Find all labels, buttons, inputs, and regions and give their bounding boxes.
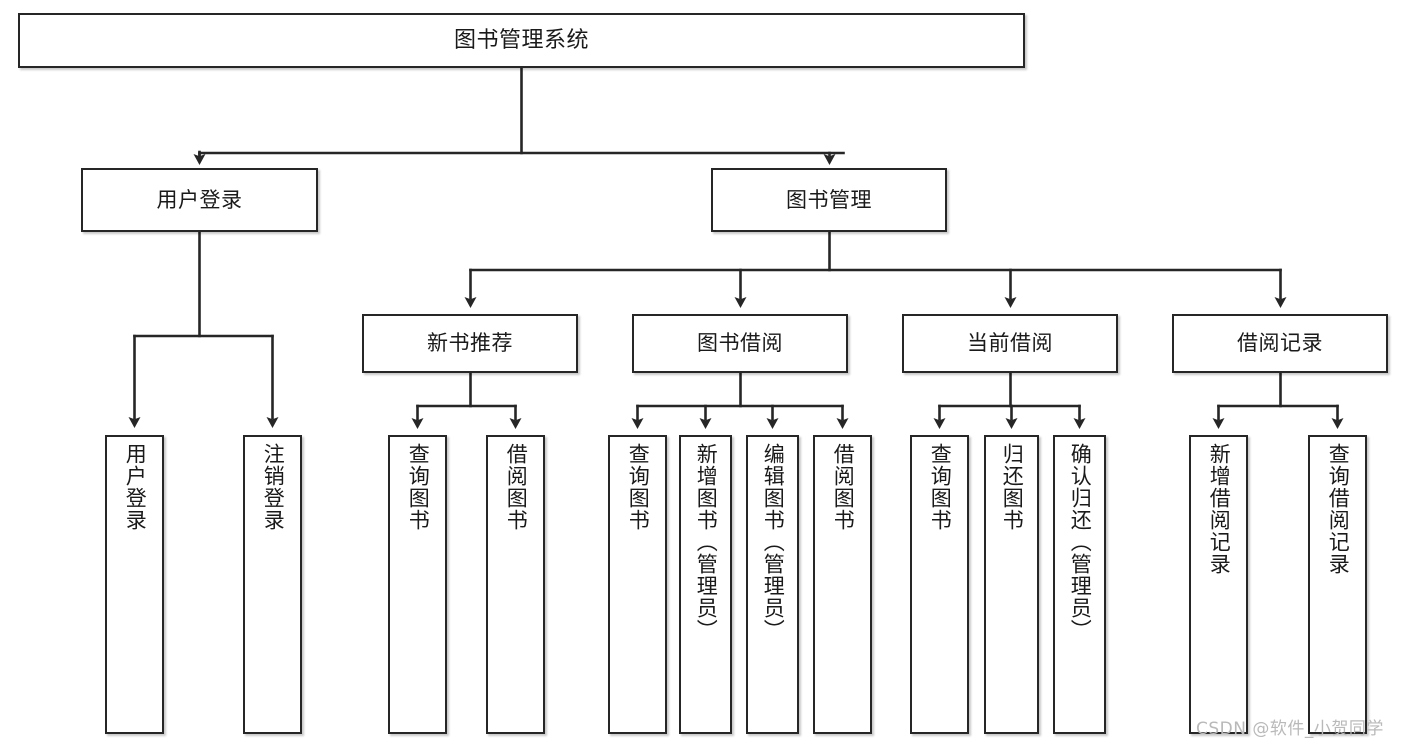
node-current-borrow-label: 当前借阅 <box>967 331 1053 356</box>
leaf-logout[interactable]: 注销登录 <box>243 435 302 734</box>
leaf-confirm-return-admin[interactable]: 确认归还（管理员） <box>1053 435 1106 734</box>
leaf-query-book-rec-label: 查询图书 <box>406 443 431 531</box>
node-book-borrow[interactable]: 图书借阅 <box>632 314 848 373</box>
leaf-user-login-label: 用户登录 <box>123 443 148 531</box>
node-new-book-recommend-label: 新书推荐 <box>427 331 513 356</box>
leaf-user-login[interactable]: 用户登录 <box>105 435 164 734</box>
node-user-login-label: 用户登录 <box>156 187 243 212</box>
leaf-query-borrow-record[interactable]: 查询借阅记录 <box>1308 435 1367 734</box>
leaf-edit-book-admin[interactable]: 编辑图书（管理员） <box>746 435 799 734</box>
node-root[interactable]: 图书管理系统 <box>18 13 1025 68</box>
node-borrow-record-label: 借阅记录 <box>1237 331 1323 356</box>
leaf-query-borrow-record-label: 查询借阅记录 <box>1326 443 1351 575</box>
leaf-add-borrow-record-label: 新增借阅记录 <box>1207 443 1232 575</box>
leaf-add-borrow-record[interactable]: 新增借阅记录 <box>1189 435 1248 734</box>
leaf-edit-book-admin-label: 编辑图书（管理员） <box>761 443 786 641</box>
node-borrow-record[interactable]: 借阅记录 <box>1172 314 1388 373</box>
leaf-query-book-borrow[interactable]: 查询图书 <box>608 435 667 734</box>
csdn-watermark: CSDN @软件_小贺同学 <box>1196 719 1384 739</box>
node-book-management-label: 图书管理 <box>786 187 872 212</box>
node-current-borrow[interactable]: 当前借阅 <box>902 314 1118 373</box>
leaf-confirm-return-admin-label: 确认归还（管理员） <box>1068 443 1093 641</box>
leaf-add-book-admin-label: 新增图书（管理员） <box>694 443 719 641</box>
leaf-borrow-book-label: 借阅图书 <box>831 443 856 531</box>
node-book-borrow-label: 图书借阅 <box>697 331 783 356</box>
leaf-borrow-book-rec[interactable]: 借阅图书 <box>486 435 545 734</box>
leaf-logout-label: 注销登录 <box>261 443 286 531</box>
leaf-query-book-rec[interactable]: 查询图书 <box>388 435 447 734</box>
leaf-return-book-label: 归还图书 <box>1000 443 1025 531</box>
leaf-add-book-admin[interactable]: 新增图书（管理员） <box>679 435 732 734</box>
node-new-book-recommend[interactable]: 新书推荐 <box>362 314 578 373</box>
leaf-return-book[interactable]: 归还图书 <box>984 435 1039 734</box>
leaf-query-book-borrow-label: 查询图书 <box>626 443 651 531</box>
node-book-management[interactable]: 图书管理 <box>711 168 947 232</box>
leaf-borrow-book[interactable]: 借阅图书 <box>813 435 872 734</box>
leaf-borrow-book-rec-label: 借阅图书 <box>504 443 529 531</box>
leaf-query-book-current[interactable]: 查询图书 <box>910 435 969 734</box>
node-user-login[interactable]: 用户登录 <box>81 168 318 232</box>
node-root-label: 图书管理系统 <box>453 27 589 53</box>
leaf-query-book-current-label: 查询图书 <box>928 443 953 531</box>
